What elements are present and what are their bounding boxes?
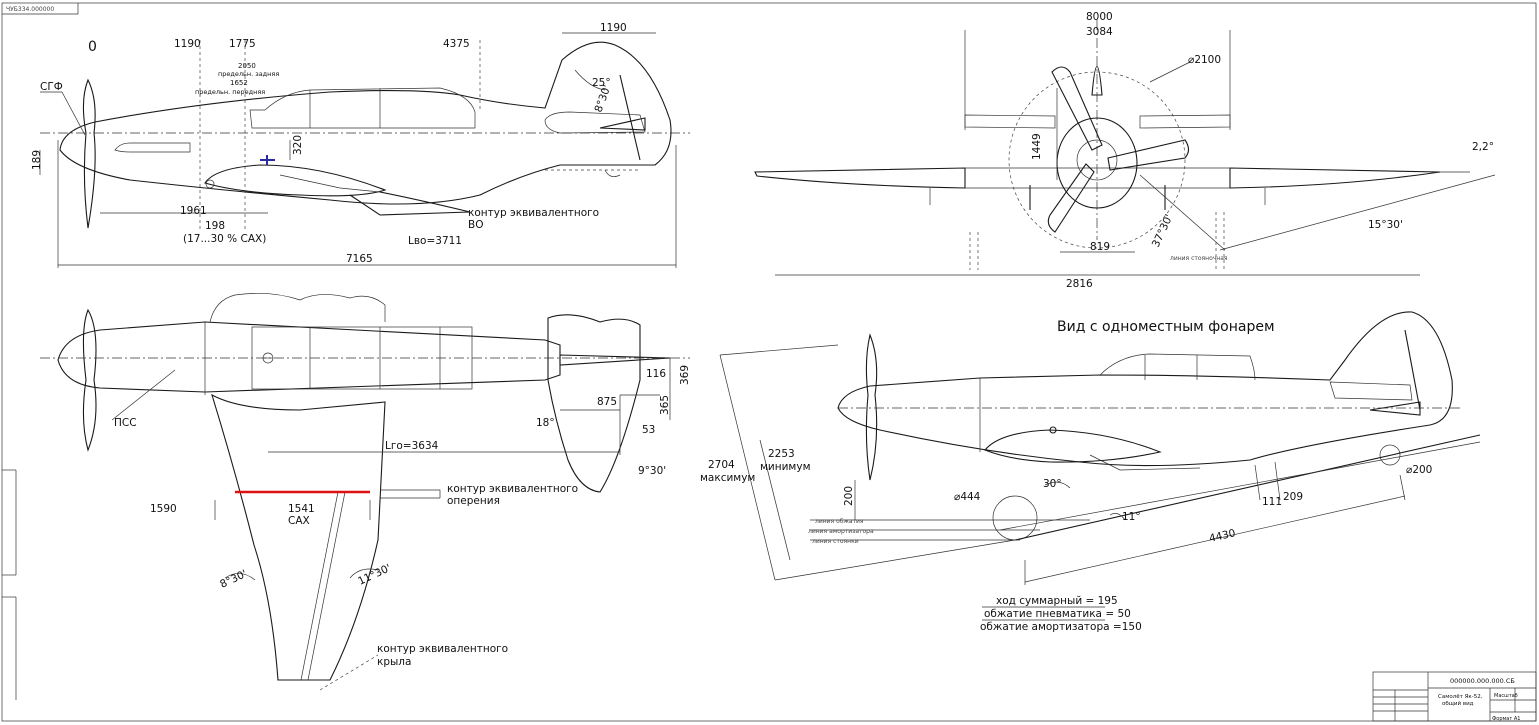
- stroke-pneu: обжатие пневматика = 50: [984, 608, 1131, 620]
- dim-819: 819: [1090, 241, 1110, 253]
- dim-320: 320: [292, 135, 304, 155]
- angle-37-30: 37°30': [1150, 213, 1176, 250]
- angle-15-30: 15°30': [1368, 219, 1403, 231]
- contour-wing-2: крыла: [377, 656, 411, 668]
- angle-2-2: 2,2°: [1472, 141, 1494, 153]
- single-seat-view: [719, 311, 1481, 585]
- dim-198: 198: [205, 220, 225, 232]
- single-seat-title: Вид с одноместным фонарем: [1057, 319, 1275, 335]
- angle-11: 11°: [1122, 511, 1141, 523]
- dim-d2100: ⌀2100: [1188, 54, 1221, 66]
- side-view: [39, 32, 690, 268]
- label-max: максимум: [700, 472, 755, 484]
- angle-30: 30°: [1043, 478, 1062, 490]
- cg-note-3: предельн. передняя: [195, 88, 265, 96]
- dim-116: 116: [646, 368, 666, 380]
- dim-2704: 2704: [708, 459, 735, 471]
- zero-mark: 0: [88, 39, 97, 55]
- dim-369: 369: [679, 365, 691, 385]
- dim-4375: 4375: [443, 38, 470, 50]
- dim-1590: 1590: [150, 503, 177, 515]
- dim-365: 365: [659, 395, 671, 415]
- dim-1541: 1541: [288, 503, 315, 515]
- dim-1190-a: 1190: [174, 38, 201, 50]
- cg-note-top: 2050: [238, 62, 256, 70]
- dim-d200: ⌀200: [1406, 464, 1432, 476]
- dim-4430: 4430: [1208, 527, 1237, 545]
- dim-209: 209: [1283, 491, 1303, 503]
- dim-1775: 1775: [229, 38, 256, 50]
- sgf-label: СГФ: [40, 81, 63, 93]
- angle-8-30-wing: 8°30': [218, 568, 249, 591]
- stroke-total: ход суммарный = 195: [996, 595, 1118, 607]
- angle-25: 25°: [592, 77, 611, 89]
- dim-8000: 8000: [1086, 11, 1113, 23]
- angle-11-30: 11°30': [356, 562, 393, 588]
- lvo-label: Lво=3711: [408, 235, 462, 247]
- contour-vo-1: контур эквивалентного: [468, 207, 599, 219]
- lgo-label: Lго=3634: [385, 440, 439, 452]
- title-code: 000000.000.000.СБ: [1450, 677, 1515, 685]
- contour-vo-2: ВО: [468, 219, 483, 231]
- contour-wing-1: контур эквивалентного: [377, 643, 508, 655]
- line-note-1: линия обжатия: [815, 518, 864, 525]
- dim-53: 53: [642, 424, 655, 436]
- dim-1961: 1961: [180, 205, 207, 217]
- title-block: [1372, 671, 1537, 722]
- dim-d444: ⌀444: [954, 491, 981, 503]
- dim-189: 189: [31, 150, 43, 170]
- label-min: минимум: [760, 461, 811, 473]
- title-format: Формат А1: [1492, 716, 1520, 722]
- contour-op-1: контур эквивалентного: [447, 483, 578, 495]
- sheet-code: ЧУБ334.000000: [6, 6, 54, 13]
- dim-7165: 7165: [346, 253, 373, 265]
- cg-note-2: 1652: [230, 79, 248, 87]
- title-scale: Масштаб: [1494, 693, 1518, 699]
- mac-label: САХ: [288, 515, 310, 527]
- title-name-1: Самолёт Як-52,: [1438, 694, 1483, 700]
- angle-18: 18°: [536, 417, 555, 429]
- cg-note-1: предельн. задняя: [218, 70, 279, 78]
- stroke-shock: обжатие амортизатора =150: [980, 621, 1142, 633]
- front-view-note: линия стояночная: [1170, 255, 1228, 262]
- dim-875: 875: [597, 396, 617, 408]
- dim-1190-b: 1190: [600, 22, 627, 34]
- front-view: [754, 20, 1496, 276]
- dim-200: 200: [843, 486, 855, 506]
- pss-label: ПСС: [114, 417, 137, 429]
- line-note-3: линия стоянки: [812, 538, 859, 545]
- mac-range: (17...30 % САХ): [183, 233, 266, 245]
- contour-op-2: оперения: [447, 495, 500, 507]
- dim-3084: 3084: [1086, 26, 1113, 38]
- dim-2816: 2816: [1066, 278, 1093, 290]
- dim-2253: 2253: [768, 448, 795, 460]
- top-view: [40, 292, 690, 691]
- dim-1449: 1449: [1031, 133, 1043, 160]
- line-note-2: линия амортизатора: [808, 528, 874, 535]
- angle-9-30: 9°30': [638, 465, 666, 477]
- title-name-2: общий вид: [1442, 700, 1474, 707]
- dim-111: 111: [1262, 496, 1282, 508]
